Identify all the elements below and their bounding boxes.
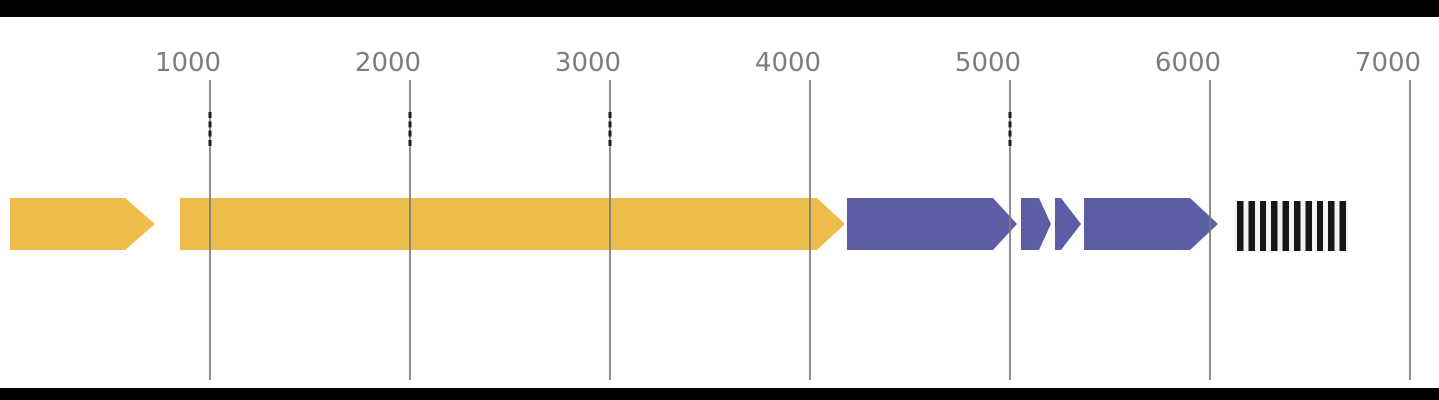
gridline-1000 (209, 80, 211, 380)
axis-tick-label-7000: 7000 (1354, 48, 1422, 78)
axis-tick-label-6000: 6000 (1154, 48, 1222, 78)
top-border-bar (0, 0, 1439, 17)
gridline-7000 (1409, 80, 1411, 380)
gene-arrow-3 (847, 198, 1017, 250)
axis-tick-label-4000: 4000 (754, 48, 822, 78)
gridline-4000 (809, 80, 811, 380)
gene-arrow-4 (1021, 198, 1051, 250)
axis-tick-label-2000: 2000 (354, 48, 422, 78)
dashed-mark-3000 (608, 112, 612, 146)
gridline-2000 (409, 80, 411, 380)
axis-tick-label-5000: 5000 (954, 48, 1022, 78)
gridline-6000 (1209, 80, 1211, 380)
axis-tick-label-1000: 1000 (154, 48, 222, 78)
gridline-5000 (1009, 80, 1011, 380)
gene-arrow-1 (10, 198, 155, 250)
dashed-mark-1000 (208, 112, 212, 146)
hatched-region (1232, 198, 1351, 254)
gene-arrow-5 (1055, 198, 1081, 250)
gene-arrow-2 (180, 198, 845, 250)
gridline-3000 (609, 80, 611, 380)
dashed-mark-5000 (1008, 112, 1012, 146)
axis-tick-label-3000: 3000 (554, 48, 622, 78)
dashed-mark-2000 (408, 112, 412, 146)
bottom-border-bar (0, 388, 1439, 400)
gene-arrow-6 (1084, 198, 1218, 250)
